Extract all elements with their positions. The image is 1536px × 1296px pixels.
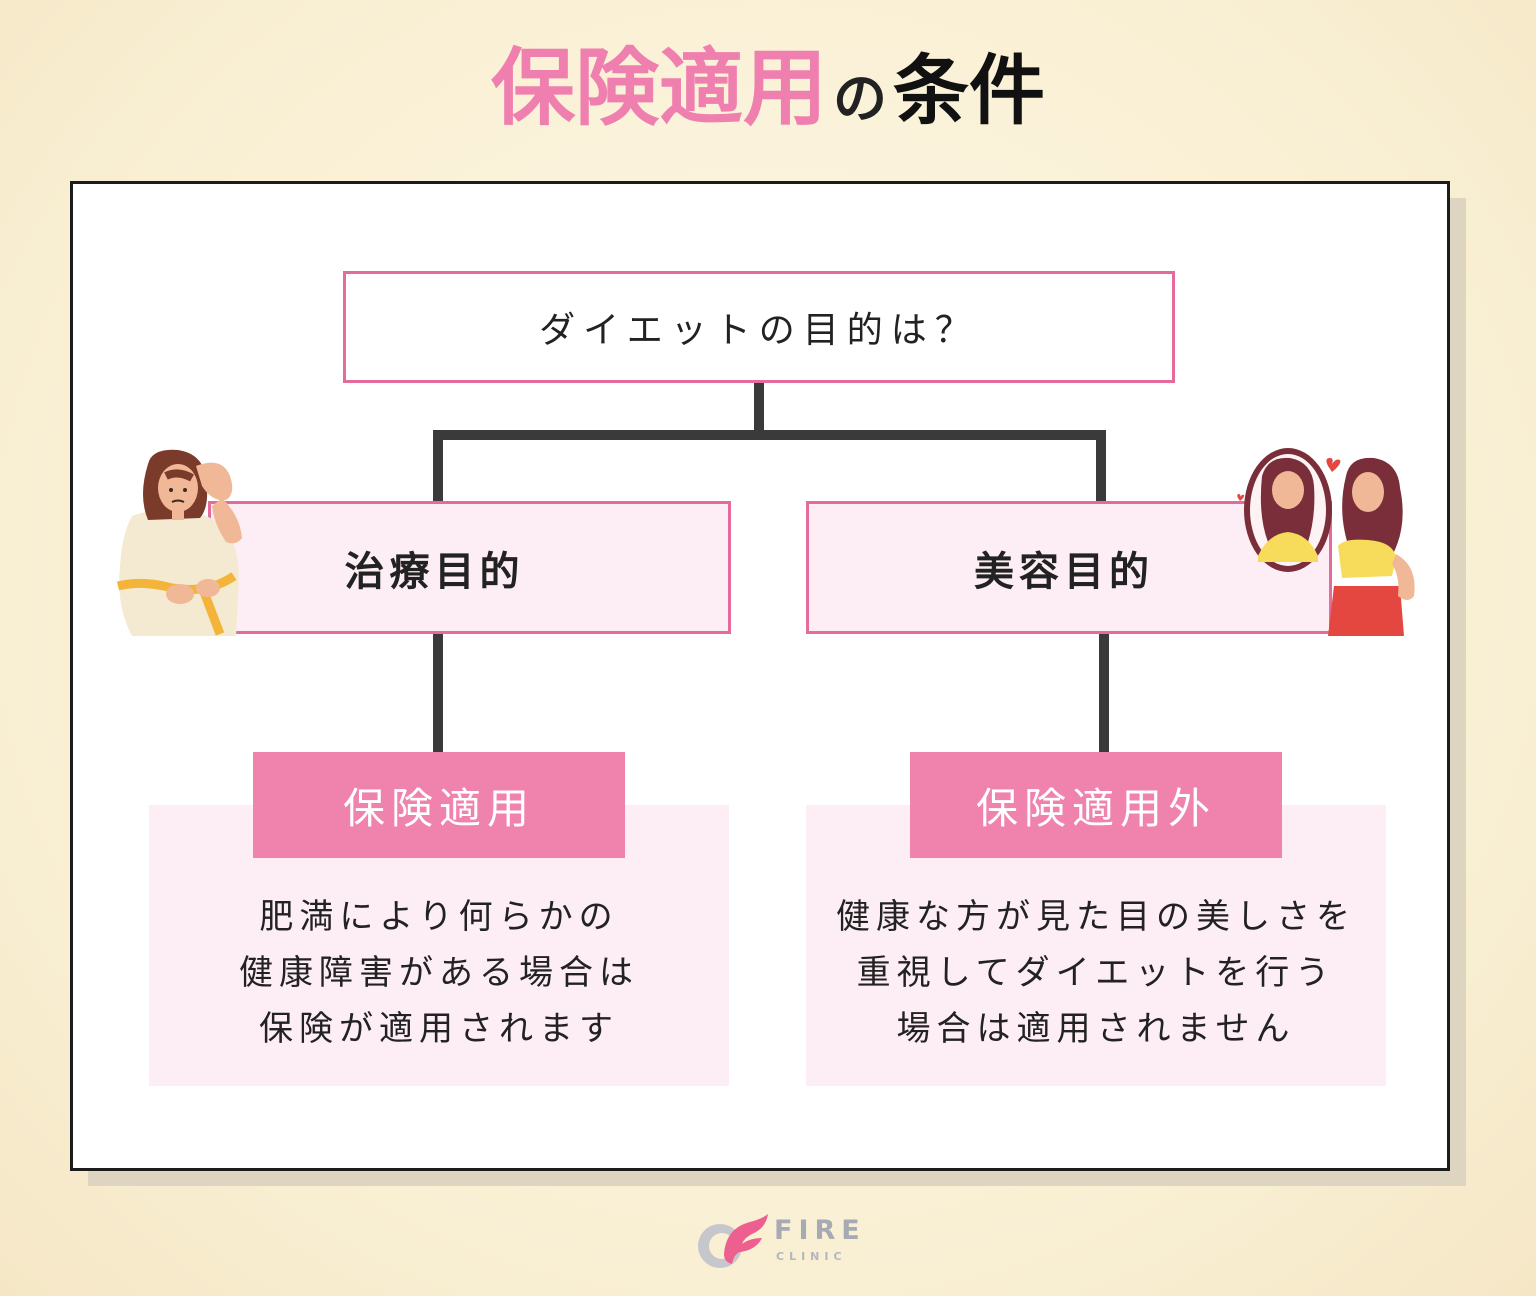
logo-subtitle: CLINIC [776, 1250, 847, 1263]
category-beauty: 美容目的 [806, 501, 1332, 634]
description-covered: 肥満により何らかの 健康障害がある場合は 保険が適用されます [149, 889, 729, 1057]
page-title: 保険適用の条件 [0, 38, 1536, 162]
result-label-covered: 保険適用 [253, 752, 625, 858]
description-line: 健康な方が見た目の美しさを [836, 897, 1356, 937]
category-beauty-label: 美容目的 [974, 548, 1154, 595]
question-box: ダイエットの目的は？ [343, 271, 1175, 383]
worried-woman-illustration [116, 449, 242, 636]
description-line: 場合は適用されません [896, 1009, 1296, 1049]
description-not-covered: 健康な方が見た目の美しさを 重視してダイエットを行う 場合は適用されません [806, 889, 1386, 1057]
title-rest: 条件 [893, 46, 1045, 135]
description-line: 保険が適用されます [259, 1009, 619, 1049]
question-text: ダイエットの目的は？ [539, 310, 979, 351]
mirror-woman-illustration [1237, 448, 1415, 636]
description-line: 健康障害がある場合は [239, 953, 639, 993]
logo-name: FIRE [774, 1215, 866, 1246]
result-label-not-covered-text: 保険適用外 [975, 783, 1216, 833]
category-medical: 治療目的 [208, 501, 731, 634]
result-label-covered-text: 保険適用 [342, 783, 535, 833]
category-medical-label: 治療目的 [344, 548, 525, 595]
title-connector: の [833, 66, 887, 130]
title-accent: 保険適用 [490, 38, 827, 137]
fire-clinic-logo: FIRE CLINIC [692, 1210, 860, 1274]
flame-logo-icon [698, 1214, 768, 1268]
result-label-not-covered: 保険適用外 [910, 752, 1282, 858]
description-line: 肥満により何らかの [259, 897, 619, 937]
description-line: 重視してダイエットを行う [856, 953, 1336, 993]
